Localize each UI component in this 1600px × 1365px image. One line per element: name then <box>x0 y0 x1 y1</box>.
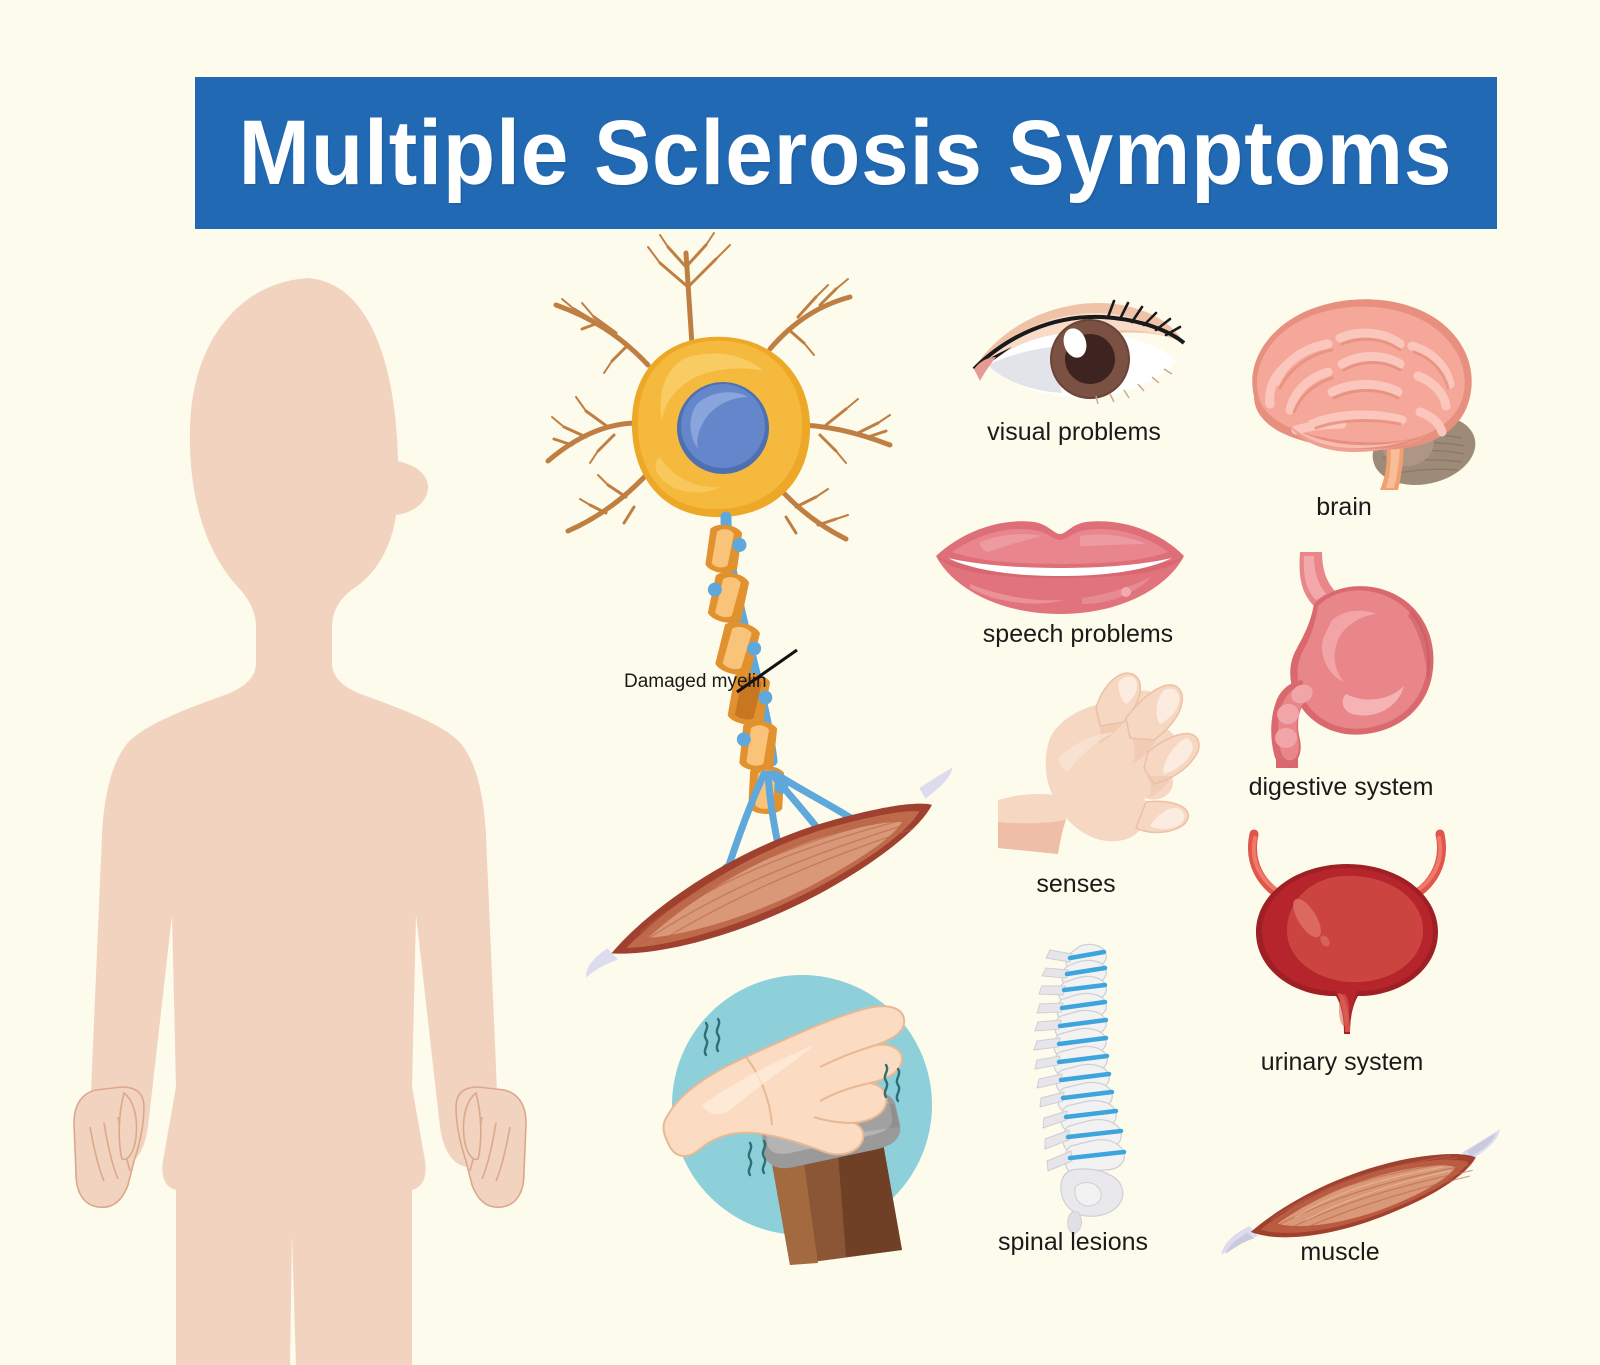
caption-digestive-system: digestive system <box>1248 773 1434 801</box>
target-muscle-with-axon-terminals <box>586 767 953 978</box>
caption-speech-problems: speech problems <box>982 620 1174 648</box>
hand-icon <box>996 672 1200 857</box>
motion-lines <box>703 1017 901 1177</box>
neuron-diagram <box>520 225 940 814</box>
page-title: Multiple Sclerosis Symptoms <box>239 102 1453 204</box>
lips-icon <box>930 512 1190 622</box>
tremor-illustration <box>650 965 960 1265</box>
caption-senses: senses <box>1036 870 1116 898</box>
eyelashes <box>1106 299 1182 337</box>
left-hand <box>73 1086 145 1209</box>
neuron-soma <box>631 336 811 518</box>
vertebrae <box>1033 943 1125 1235</box>
damaged-myelin-label: Damaged myelin <box>624 671 767 692</box>
right-hand <box>455 1086 527 1209</box>
title-banner: Multiple Sclerosis Symptoms <box>195 77 1497 229</box>
caption-brain: brain <box>1316 493 1372 521</box>
human-body-silhouette <box>60 275 580 1365</box>
eye-icon <box>968 295 1188 415</box>
stomach-icon <box>1240 548 1450 773</box>
brain-icon <box>1236 292 1480 492</box>
bladder-icon <box>1232 828 1462 1038</box>
intervertebral-discs <box>1056 949 1127 1161</box>
caption-spinal-lesions: spinal lesions <box>997 1228 1149 1256</box>
muscle-belly <box>1221 1129 1501 1256</box>
caption-muscle: muscle <box>1300 1238 1380 1266</box>
duodenum <box>1271 680 1313 768</box>
caption-urinary-system: urinary system <box>1260 1048 1424 1076</box>
caption-visual-problems: visual problems <box>987 418 1161 446</box>
spine-icon <box>1022 940 1152 1235</box>
muscle-icon <box>1221 1129 1501 1256</box>
dendrites <box>545 232 893 542</box>
lower-lashes <box>1095 368 1173 405</box>
hand-shape <box>998 672 1200 854</box>
damaged-myelin-pointer <box>736 648 798 694</box>
cerebrum <box>1252 299 1472 452</box>
target-muscle-body <box>586 767 953 978</box>
fingernails <box>1118 676 1193 829</box>
body-shape <box>89 278 499 1365</box>
